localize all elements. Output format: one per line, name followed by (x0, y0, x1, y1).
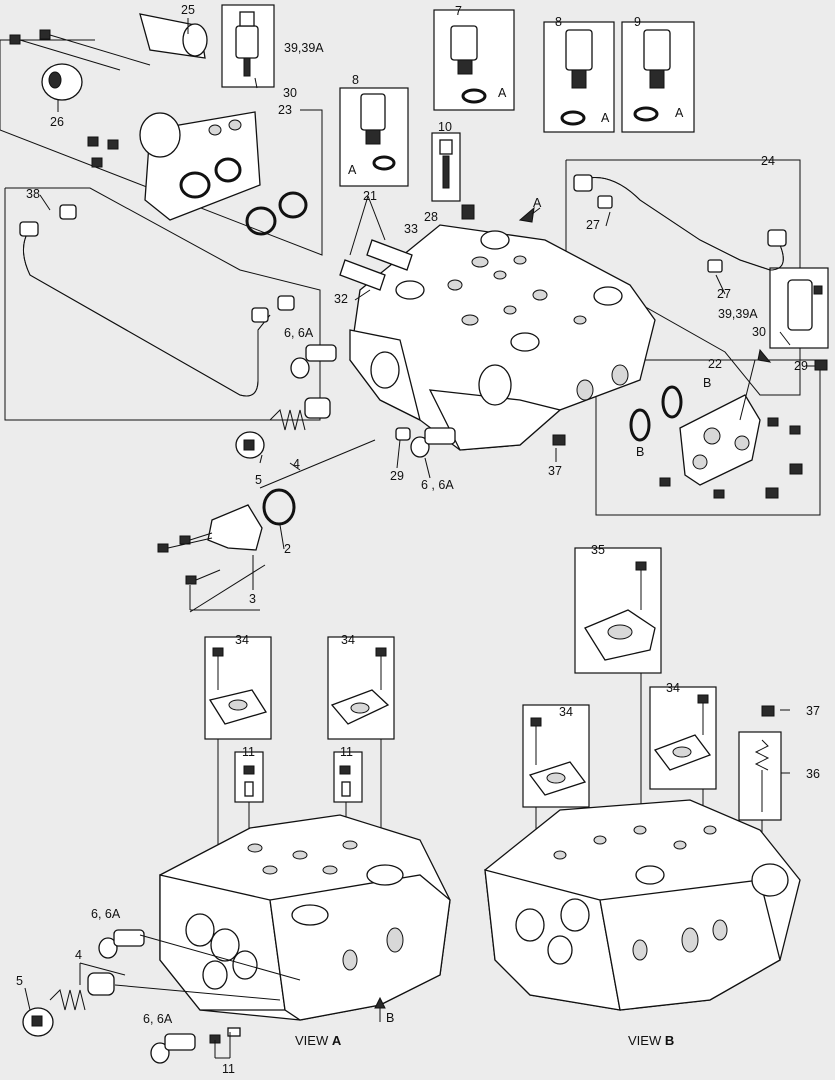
callout-5-b: 5 (16, 974, 23, 988)
inset-11-a (234, 751, 264, 803)
callout-11-c: 11 (222, 1062, 235, 1076)
inset-39 (221, 4, 275, 88)
callout-24: 24 (761, 154, 775, 168)
inset-7 (433, 9, 515, 111)
ref-a-4: A (675, 106, 684, 120)
callout-34-b: 34 (341, 633, 355, 647)
ref-a-2: A (498, 86, 507, 100)
view-a-plugs (22, 929, 301, 1064)
ref-b-3: B (386, 1011, 394, 1025)
callout-30-a: 30 (283, 86, 297, 100)
inset-34-d (649, 686, 717, 790)
callout-2: 2 (284, 542, 291, 556)
cover-3 (157, 488, 296, 585)
arrow-view-a-top (518, 206, 541, 223)
callout-8-a: 8 (352, 73, 359, 87)
callout-6-d: 6, 6A (143, 1012, 173, 1026)
callout-6-c: 6, 6A (91, 907, 121, 921)
view-a-body (159, 814, 451, 1021)
inset-34-a (204, 636, 272, 740)
callout-10: 10 (438, 120, 452, 134)
plug-6-bottom (395, 427, 456, 458)
pipe-24 (573, 174, 787, 273)
callout-37-a: 37 (548, 464, 562, 478)
pipe-38 (19, 204, 295, 397)
callout-9: 9 (634, 15, 641, 29)
callout-4: 4 (293, 457, 300, 471)
cover-26 (41, 63, 83, 101)
callout-23: 23 (278, 103, 292, 117)
plug-6-top (290, 344, 337, 379)
callout-25: 25 (181, 3, 195, 17)
callout-33: 33 (404, 222, 418, 236)
callout-7: 7 (455, 4, 462, 18)
boots-21 (339, 239, 413, 291)
inset-39-right (769, 267, 829, 349)
plug-28 (461, 204, 475, 220)
valve-block-22 (629, 359, 828, 499)
callout-35: 35 (591, 543, 605, 557)
callout-37-b: 37 (806, 704, 820, 718)
inset-34-b (327, 636, 395, 740)
inset-34-c (522, 704, 590, 808)
plug-37-top (552, 434, 566, 446)
valve-block-23 (139, 111, 261, 221)
ref-b-1: B (703, 376, 711, 390)
inset-8-right (543, 21, 615, 133)
callout-29-a: 29 (794, 359, 808, 373)
callout-3: 3 (249, 592, 256, 606)
bolts-23 (9, 29, 151, 168)
callout-27-a: 27 (586, 218, 600, 232)
arrow-view-b-bottom (374, 996, 386, 1022)
view-a-label: VIEW A (295, 1033, 342, 1048)
inset-9 (621, 21, 695, 133)
callout-4-b: 4 (75, 948, 82, 962)
plug-5 (235, 431, 265, 459)
callout-11-b: 11 (340, 745, 353, 759)
ref-a-5: A (533, 196, 542, 210)
callout-36: 36 (806, 767, 820, 781)
inset-36 (738, 705, 782, 821)
callout-27-b: 27 (717, 287, 731, 301)
inset-10 (431, 132, 461, 202)
callout-34-d: 34 (666, 681, 680, 695)
ref-a-1: A (348, 163, 357, 177)
callout-39-a: 39,39A (284, 41, 324, 55)
ref-a-3: A (601, 111, 610, 125)
callout-leaders (24, 18, 815, 1059)
callout-5: 5 (255, 473, 262, 487)
arrow-view-b-top (757, 348, 772, 363)
callout-29-b: 29 (390, 469, 404, 483)
callout-32: 32 (334, 292, 348, 306)
inset-11-b (333, 751, 363, 803)
seals-23 (245, 191, 308, 236)
callout-30-b: 30 (752, 325, 766, 339)
callout-34-a: 34 (235, 633, 249, 647)
callout-6-b: 6 , 6A (421, 478, 454, 492)
view-b-body (484, 799, 801, 1011)
callout-21: 21 (363, 189, 377, 203)
inset-35 (574, 547, 662, 674)
ref-b-2: B (636, 445, 644, 459)
frame-38 (4, 187, 321, 421)
view-b-label: VIEW B (628, 1033, 674, 1048)
callout-28: 28 (424, 210, 438, 224)
callout-26: 26 (50, 115, 64, 129)
boot-25 (139, 13, 208, 59)
callout-8-b: 8 (555, 15, 562, 29)
callout-6-a: 6, 6A (284, 326, 314, 340)
callout-39-b: 39,39A (718, 307, 758, 321)
spring-4 (269, 397, 331, 431)
frame-22 (595, 359, 821, 516)
callout-38: 38 (26, 187, 40, 201)
callout-11-a: 11 (242, 745, 255, 759)
callout-34-c: 34 (559, 705, 573, 719)
inset-8-left (339, 87, 409, 187)
callout-22: 22 (708, 357, 722, 371)
